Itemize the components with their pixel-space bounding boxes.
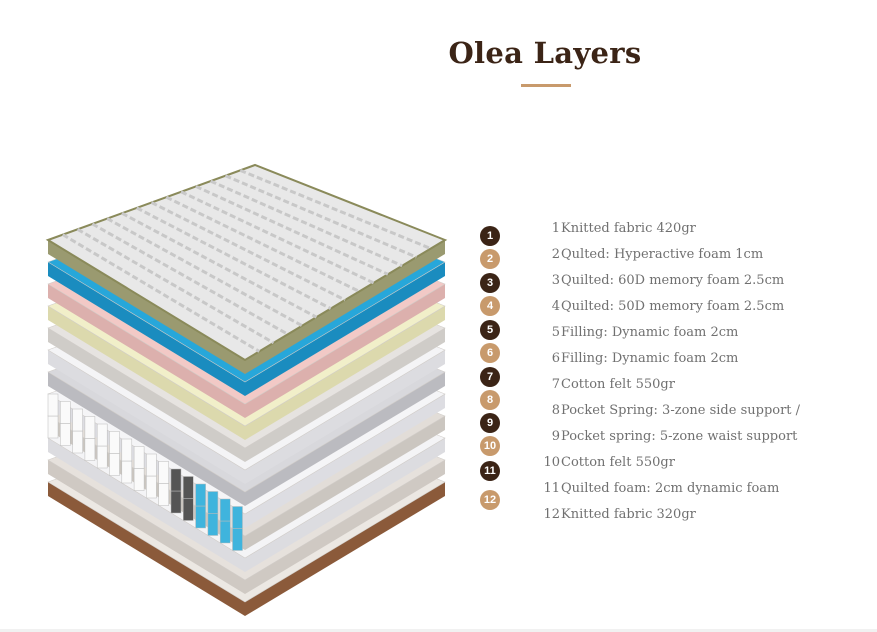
- layer-list-number: 2: [551, 247, 560, 262]
- layer-list-item: 7Cotton felt 550gr: [510, 377, 840, 392]
- layer-list-text: Pocket Spring: 3-zone side support /: [561, 403, 801, 418]
- layer-list-item: 8Pocket Spring: 3-zone side support /: [510, 403, 840, 418]
- layer-list-item: 4Quilted: 50D memory foam 2.5cm: [510, 299, 840, 314]
- layer-number-badge: 10: [480, 436, 500, 456]
- layer-list-number: 12: [543, 507, 560, 522]
- layer-number-badge: 9: [480, 413, 500, 433]
- layer-number-badge: 2: [480, 249, 500, 269]
- layer-number-badge: 5: [480, 320, 500, 340]
- layer-list-text: Filling: Dynamic foam 2cm: [561, 351, 739, 366]
- layer-list-item: 11Quilted foam: 2cm dynamic foam: [510, 481, 840, 496]
- layer-list-number: 4: [551, 299, 560, 314]
- layer-number-badge: 6: [480, 343, 500, 363]
- layer-list-number: 1: [551, 221, 560, 236]
- layer-list-number: 10: [543, 455, 560, 470]
- layer-list-text: Cotton felt 550gr: [561, 377, 675, 392]
- layer-number-badge: 8: [480, 390, 500, 410]
- layer-list-item: 1Knitted fabric 420gr: [510, 221, 840, 236]
- layer-list-item: 3Quilted: 60D memory foam 2.5cm: [510, 273, 840, 288]
- layer-list-text: Knitted fabric 320gr: [561, 507, 696, 522]
- layer-list-text: Pocket spring: 5-zone waist support: [561, 429, 798, 444]
- layer-list-number: 6: [551, 351, 560, 366]
- layer-number-badge: 3: [480, 273, 500, 293]
- layer-number-badge: 1: [480, 226, 500, 246]
- layer-list-text: Quilted: 50D memory foam 2.5cm: [561, 299, 785, 314]
- layer-list-number: 7: [551, 377, 560, 392]
- layer-list-text: Cotton felt 550gr: [561, 455, 675, 470]
- layer-list-item: 9Pocket spring: 5-zone waist support: [510, 429, 840, 444]
- layer-list-item: 5Filling: Dynamic foam 2cm: [510, 325, 840, 340]
- layer-list-number: 9: [551, 429, 560, 444]
- layer-list-number: 11: [543, 481, 560, 496]
- layer-list-text: Filling: Dynamic foam 2cm: [561, 325, 739, 340]
- layer-list-text: Quilted foam: 2cm dynamic foam: [561, 481, 780, 496]
- knitted-top-layer: [45, 163, 448, 374]
- layer-list-text: Knitted fabric 420gr: [561, 221, 696, 236]
- layer-list-text: Quilted: 60D memory foam 2.5cm: [561, 273, 785, 288]
- footer-divider: [0, 629, 877, 632]
- layer-list-text: Qulted: Hyperactive foam 1cm: [561, 247, 764, 262]
- title-underline: [521, 84, 571, 87]
- layer-number-badge: 11: [480, 461, 500, 481]
- layer-list-number: 5: [551, 325, 560, 340]
- layer-list-item: 2Qulted: Hyperactive foam 1cm: [510, 247, 840, 262]
- layer-list-item: 10Cotton felt 550gr: [510, 455, 840, 470]
- layer-number-badge: 4: [480, 296, 500, 316]
- layer-list-number: 3: [551, 273, 560, 288]
- layer-list-item: 12Knitted fabric 320gr: [510, 507, 840, 522]
- layer-number-badge: 12: [480, 490, 500, 510]
- page-title: Olea Layers: [448, 36, 642, 70]
- layer-number-badge: 7: [480, 367, 500, 387]
- layer-list-number: 8: [551, 403, 560, 418]
- layer-list-item: 6Filling: Dynamic foam 2cm: [510, 351, 840, 366]
- mattress-layers-illustration: [45, 163, 448, 616]
